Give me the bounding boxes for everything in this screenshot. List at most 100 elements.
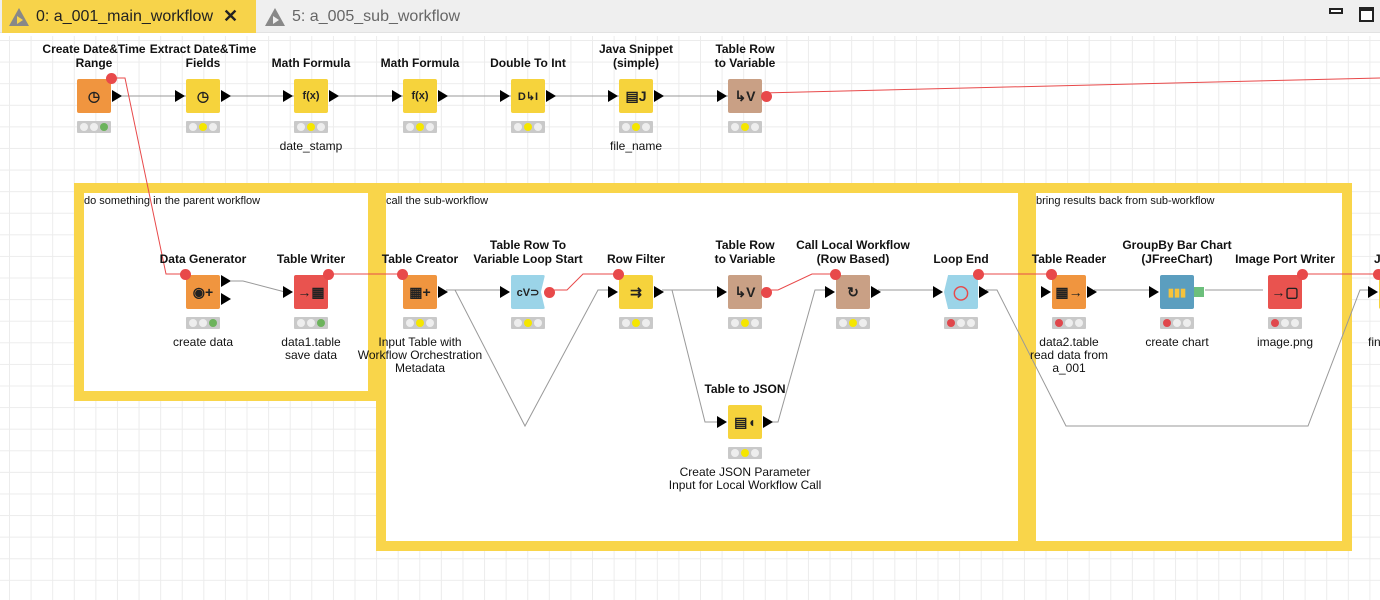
status-light bbox=[514, 319, 522, 327]
annotation-bring-results[interactable]: bring results back from sub-workflow bbox=[1026, 183, 1352, 551]
input-port[interactable] bbox=[500, 286, 510, 298]
input-port[interactable] bbox=[608, 90, 618, 102]
row-to-variable-icon: ↳V bbox=[734, 283, 756, 300]
input-port[interactable] bbox=[283, 90, 293, 102]
flow-variable-port[interactable] bbox=[1297, 269, 1308, 280]
input-port[interactable] bbox=[175, 90, 185, 102]
node-table-creator[interactable]: ▦+ bbox=[403, 275, 437, 309]
node-annotation[interactable]: Input Table with Workflow Orchestration … bbox=[357, 335, 483, 375]
node-table-row-to-variable[interactable]: ↳V bbox=[728, 275, 762, 309]
node-math-formula[interactable]: f(x) bbox=[294, 79, 328, 113]
input-port[interactable] bbox=[283, 286, 293, 298]
flow-variable-port[interactable] bbox=[1046, 269, 1057, 280]
node-groupby-bar-chart-jfreechart[interactable]: ▮▮▮ bbox=[1160, 275, 1194, 309]
input-port[interactable] bbox=[717, 286, 727, 298]
node-extract-date-time-fields[interactable]: ◷ bbox=[186, 79, 220, 113]
node-table-row-to-variable[interactable]: ↳V bbox=[728, 79, 762, 113]
node-table-reader[interactable]: ▦→ bbox=[1052, 275, 1086, 309]
node-label: Math Formula bbox=[380, 56, 460, 70]
node-double-to-int[interactable]: D↳I bbox=[511, 79, 545, 113]
output-port[interactable] bbox=[438, 90, 448, 102]
output-port[interactable] bbox=[763, 416, 773, 428]
flow-variable-port[interactable] bbox=[973, 269, 984, 280]
output-port[interactable] bbox=[438, 286, 448, 298]
status-traffic-light bbox=[1160, 317, 1194, 329]
flow-variable-port[interactable] bbox=[761, 287, 772, 298]
flow-variable-port[interactable] bbox=[613, 269, 624, 280]
node-label: Math Formula bbox=[271, 56, 351, 70]
status-light bbox=[189, 319, 197, 327]
node-annotation[interactable]: image.png bbox=[1256, 335, 1314, 349]
input-port[interactable] bbox=[717, 416, 727, 428]
status-light bbox=[741, 123, 749, 131]
input-port[interactable] bbox=[500, 90, 510, 102]
flow-variable-port[interactable] bbox=[761, 91, 772, 102]
output-port[interactable] bbox=[654, 90, 664, 102]
formula-icon: f(x) bbox=[302, 90, 320, 102]
java-icon: ▤J bbox=[625, 87, 647, 104]
node-annotation[interactable]: data1.table save data bbox=[281, 335, 341, 362]
minimize-icon[interactable] bbox=[1329, 8, 1343, 14]
status-light bbox=[317, 123, 325, 131]
input-port[interactable] bbox=[717, 90, 727, 102]
output-port[interactable] bbox=[221, 293, 231, 305]
output-port[interactable] bbox=[221, 90, 231, 102]
node-data-generator[interactable]: ◉+ bbox=[186, 275, 220, 309]
node-row-filter[interactable]: ⇉ bbox=[619, 275, 653, 309]
status-light bbox=[642, 319, 650, 327]
output-port[interactable] bbox=[979, 286, 989, 298]
output-port[interactable] bbox=[112, 90, 122, 102]
input-port[interactable] bbox=[825, 286, 835, 298]
input-port[interactable] bbox=[933, 286, 943, 298]
status-traffic-light bbox=[186, 121, 220, 133]
node-create-date-time-range[interactable]: ◷ bbox=[77, 79, 111, 113]
flow-variable-port[interactable] bbox=[397, 269, 408, 280]
node-annotation[interactable]: create data bbox=[172, 335, 234, 349]
node-loop-end[interactable]: ◯ bbox=[944, 275, 978, 309]
node-image-port-writer[interactable]: →▢ bbox=[1268, 275, 1302, 309]
output-port[interactable] bbox=[871, 286, 881, 298]
flow-variable-port[interactable] bbox=[323, 269, 334, 280]
node-table-writer[interactable]: →▦ bbox=[294, 275, 328, 309]
tab-sub-workflow[interactable]: 5: a_005_sub_workflow bbox=[258, 0, 460, 33]
node-table-to-json[interactable]: ▤◖ bbox=[728, 405, 762, 439]
input-port[interactable] bbox=[1368, 286, 1378, 298]
flow-variable-port[interactable] bbox=[1373, 269, 1380, 280]
status-light bbox=[406, 319, 414, 327]
input-port[interactable] bbox=[1041, 286, 1051, 298]
tab-main-workflow[interactable]: 0: a_001_main_workflow ✕ bbox=[2, 0, 256, 33]
node-annotation[interactable]: file_name bbox=[609, 139, 663, 153]
workflow-canvas[interactable]: do something in the parent workflow call… bbox=[0, 36, 1380, 600]
status-light bbox=[751, 123, 759, 131]
output-port[interactable] bbox=[221, 275, 231, 287]
status-light bbox=[209, 319, 217, 327]
flow-variable-port[interactable] bbox=[180, 269, 191, 280]
node-annotation[interactable]: fin bbox=[1368, 335, 1380, 349]
node-math-formula[interactable]: f(x) bbox=[403, 79, 437, 113]
output-port[interactable] bbox=[654, 286, 664, 298]
maximize-icon[interactable] bbox=[1359, 7, 1374, 22]
node-annotation[interactable]: data2.table read data from a_001 bbox=[1029, 335, 1109, 375]
output-port-image[interactable] bbox=[1194, 287, 1204, 297]
status-light bbox=[199, 123, 207, 131]
annotation-call-sub[interactable]: call the sub-workflow bbox=[376, 183, 1028, 551]
node-call-local-workflow-row-based[interactable]: ↻ bbox=[836, 275, 870, 309]
node-annotation[interactable]: Create JSON Parameter Input for Local Wo… bbox=[668, 465, 822, 492]
node-annotation[interactable]: create chart bbox=[1145, 335, 1209, 349]
node-table-row-to-variable-loop-start[interactable]: cV⊃ bbox=[511, 275, 545, 309]
input-port[interactable] bbox=[1149, 286, 1159, 298]
annotation-text: bring results back from sub-workflow bbox=[1036, 195, 1215, 207]
flow-variable-port[interactable] bbox=[830, 269, 841, 280]
flow-variable-port[interactable] bbox=[106, 73, 117, 84]
status-light bbox=[642, 123, 650, 131]
output-port[interactable] bbox=[1087, 286, 1097, 298]
node-java-snippet-simple[interactable]: ▤J bbox=[619, 79, 653, 113]
convert-icon: D↳I bbox=[517, 90, 539, 103]
output-port[interactable] bbox=[329, 90, 339, 102]
node-annotation[interactable]: date_stamp bbox=[279, 139, 343, 153]
flow-variable-port[interactable] bbox=[544, 287, 555, 298]
output-port[interactable] bbox=[546, 90, 556, 102]
close-x-icon[interactable]: ✕ bbox=[223, 6, 239, 26]
input-port[interactable] bbox=[608, 286, 618, 298]
input-port[interactable] bbox=[392, 90, 402, 102]
